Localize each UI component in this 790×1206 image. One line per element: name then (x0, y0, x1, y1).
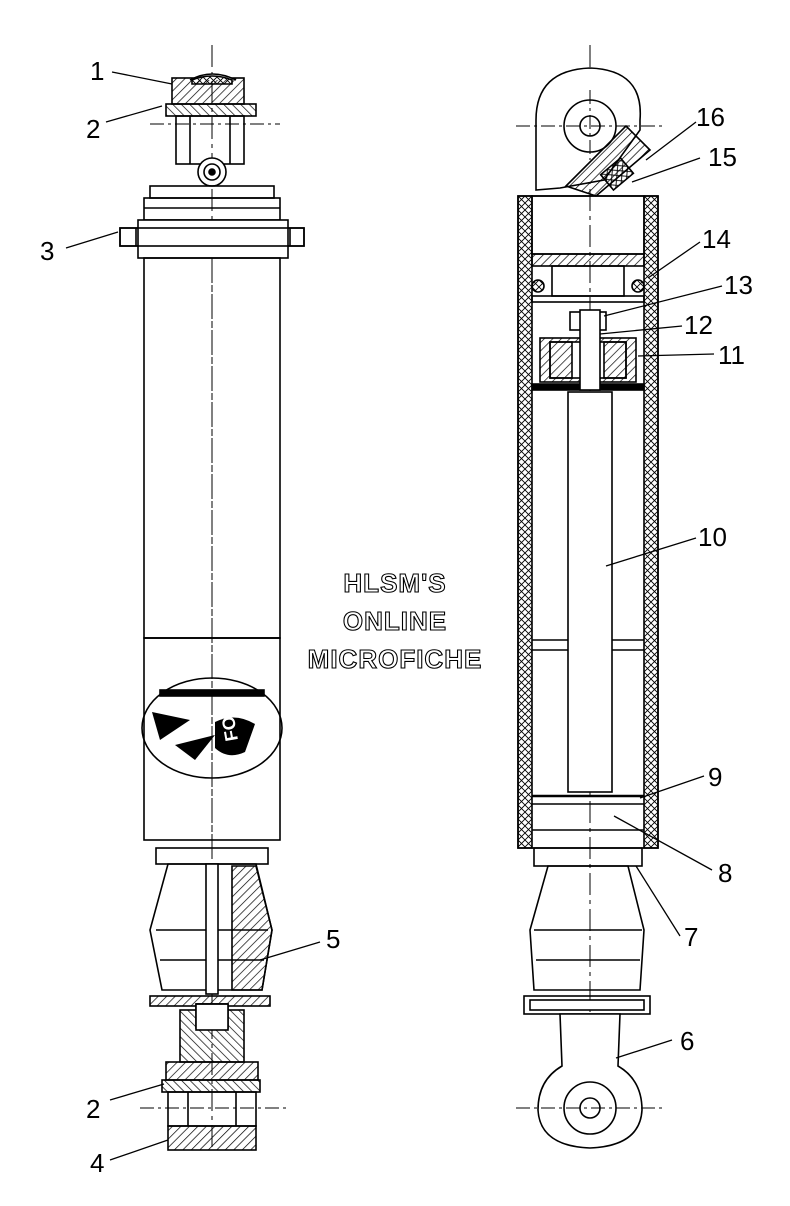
callout-8: 8 (718, 858, 732, 888)
left-shock-body: FOX (141, 257, 283, 865)
right-top-eye (516, 67, 664, 197)
left-bottom-eye (140, 1061, 286, 1151)
callout-13: 13 (724, 270, 753, 300)
callout-7: 7 (684, 922, 698, 952)
callout-10: 10 (698, 522, 727, 552)
right-bumper (523, 865, 651, 1015)
right-shock-body (517, 195, 659, 867)
callouts: 1 2 3 5 2 4 16 15 14 13 12 11 10 9 8 7 6 (40, 56, 753, 1178)
callout-4: 4 (90, 1148, 104, 1178)
left-top-eye (150, 73, 280, 187)
callout-11: 11 (718, 340, 745, 370)
callout-16: 16 (696, 102, 725, 132)
callout-2-top: 2 (86, 114, 100, 144)
callout-2-bottom: 2 (86, 1094, 100, 1124)
callout-5: 5 (326, 924, 340, 954)
watermark-line3: MICROFICHE (308, 644, 483, 674)
left-bumper (149, 863, 273, 1063)
callout-9: 9 (708, 762, 722, 792)
leader-lines (65, 71, 723, 1161)
watermark-line2: ONLINE (343, 606, 447, 636)
right-bottom-eye (516, 1013, 664, 1149)
right-shock-view (516, 45, 664, 1150)
callout-14: 14 (702, 224, 731, 254)
callout-12: 12 (684, 310, 713, 340)
callout-3: 3 (40, 236, 54, 266)
watermark-line1: HLSM'S (343, 568, 446, 598)
left-top-cap (119, 185, 305, 259)
callout-6: 6 (680, 1026, 694, 1056)
callout-1: 1 (90, 56, 104, 86)
left-shock-view: FOX (119, 45, 305, 1151)
watermark: HLSM'S ONLINE MICROFICHE (284, 566, 504, 675)
callout-15: 15 (708, 142, 737, 172)
